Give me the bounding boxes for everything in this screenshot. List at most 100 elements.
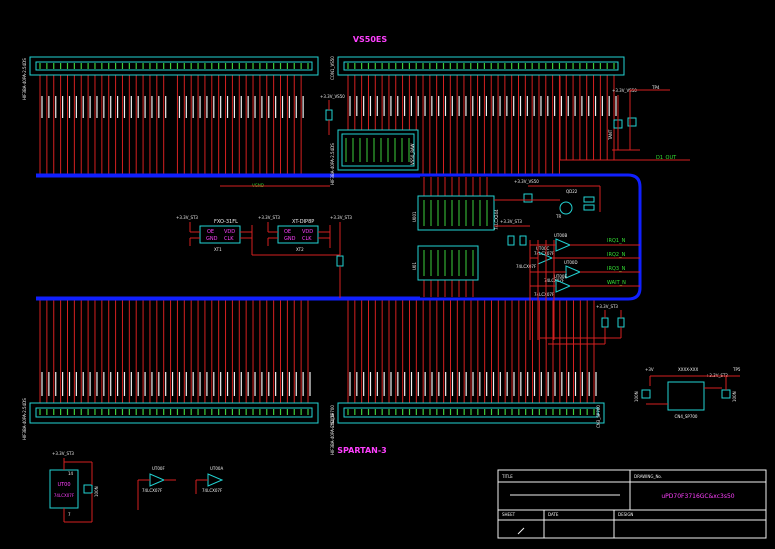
u001-box: [417, 195, 495, 231]
bottom-left-connector-label: HIF3BA-40PA-2.54DS: [22, 398, 27, 440]
top-power-area: VGND D1_OUT +3.3V_VS50 +3.3V_VS50 TP4 TA…: [220, 76, 690, 188]
right-pwr1: +3V: [645, 367, 654, 372]
right-cap-a-icon: [641, 389, 651, 399]
xt1-power: +3.3V_ST3: [176, 215, 198, 220]
drawing-value: uPD70F3716GC&xc3s50: [661, 493, 734, 500]
res-center-b-icon: [583, 204, 595, 211]
wire-layer: [39, 75, 617, 403]
bottom-title: SPARTAN-3: [337, 446, 387, 455]
ut00f-buffer-icon: [149, 473, 166, 487]
bl-power: +3.3V_ST3: [52, 451, 74, 456]
buffer-ref: UT00C: [536, 246, 549, 251]
sheet-label: SHEET: [502, 512, 516, 517]
tp5-label: TP5: [732, 367, 741, 372]
tp4-label: TP4: [651, 85, 660, 90]
ut00-box: [49, 469, 79, 509]
buffer-part: 74LCX07F: [534, 251, 555, 256]
ut00f-part: 74LCX07F: [142, 488, 163, 493]
xt1-ref: XT1: [214, 247, 222, 252]
res-center-c-icon: [507, 235, 515, 246]
buffer-ref: UT00B: [554, 233, 567, 238]
xt1-pin-gnd: GND: [206, 236, 218, 242]
bottom-right-connector-label: CN2_SP700: [330, 405, 335, 428]
right-cap-a-label: 100N: [634, 391, 639, 402]
center-power-label2: +3.3V_ST3: [500, 219, 522, 224]
right-cap-b-label: 100N: [732, 391, 737, 402]
tr-label: TR: [555, 214, 561, 219]
xt1-pin-clk: CLK: [224, 236, 234, 242]
ut00a-ref: UT00A: [210, 466, 223, 471]
top-bus: [36, 173, 642, 301]
xt2-ref: XT2: [296, 247, 304, 252]
irq-net-label: IRQ1_N: [607, 238, 626, 244]
res-bot-b-icon: [617, 317, 625, 328]
u001-part: 74LCX244: [494, 209, 499, 230]
top-left-connector-label: HIF3BA-40PA-2.54DS: [22, 58, 27, 100]
right-osc-block: +3V XXXX-XXX +3.3V_ST3 TP5 CN4_SP700 100…: [634, 367, 741, 419]
bottom-center-power: +3.3V_ST3: [596, 304, 618, 309]
u001-ref: U001: [412, 211, 417, 222]
qd22-label: QD22: [566, 189, 578, 194]
top-title: VS50ES: [353, 35, 388, 44]
center-ic-block: U001 74LCX244 U01 +3.3V_VS50 QD22 TR +3.…: [412, 179, 640, 345]
oscillator-xt2: +3.3V_ST3 XT-DIP8P OE VDD GND CLK XT2 +3…: [258, 215, 352, 298]
top-right-connector-label: CON1_VS50: [330, 56, 335, 80]
xt1-pin-vdd: VDD: [224, 229, 235, 235]
bl-cap-icon: [83, 484, 93, 494]
res-r1-icon: [325, 109, 333, 121]
bottom-right-connector: CN2_SP700 CN3_SP700 HIF3BA-40PA-2.54DS: [330, 402, 605, 455]
xt1-name: FXO-31FL: [214, 219, 238, 225]
ut00f-ref: UT00F: [152, 466, 165, 471]
vs50-power-label2: +3.3V_VS50: [320, 94, 345, 99]
title-label: TITLE: [501, 474, 513, 479]
buffer-ref: UT00E: [554, 274, 567, 279]
title-block: TITLE DRAWING_No. uPD70F3716GC&xc3s50 SH…: [497, 469, 767, 539]
ut00-pin7: 7: [68, 512, 71, 517]
vs50-inner-box: VS50_RAW: [337, 129, 419, 171]
xt2-power: +3.3V_ST3: [258, 215, 280, 220]
buffer-icon: [555, 238, 572, 252]
bl-cap-label: 100N: [94, 486, 99, 497]
bottom-right-connector-label2: CN3_SP700: [596, 405, 601, 428]
ut00-ref: UT00: [57, 482, 70, 488]
bottom-right-connector-label3: HIF3BA-40PA-2.54DS: [330, 413, 335, 455]
u01-ref: U01: [412, 262, 417, 270]
ut00-part: 74LCX07F: [54, 493, 75, 498]
cn4-label: CN4_SP700: [675, 414, 698, 419]
ut00-pin14: 14: [68, 471, 74, 476]
bottom-left-ic: +3.3V_ST3 UT00 74LCX07F 14 7 100N UT00F …: [49, 451, 224, 523]
d1-out-label: D1_OUT: [656, 155, 677, 161]
u01-box: [417, 245, 479, 281]
xt2-pin-gnd: GND: [284, 236, 296, 242]
res-center-d-icon: [519, 235, 527, 246]
top-left-connector: HIF3BA-40PA-2.54DS: [22, 56, 319, 100]
irq-net-label: IRQ2_N: [607, 252, 626, 258]
design-label: DESIGN: [618, 512, 633, 517]
buffer-ref: UT00D: [564, 260, 578, 265]
center-power-label: +3.3V_VS50: [514, 179, 539, 184]
right-cap-b-icon: [721, 389, 731, 399]
buffer-part: 74LCX07F: [534, 292, 555, 297]
buffer-icon: [565, 265, 582, 279]
right-osc-label: XXXX-XXX: [678, 367, 698, 372]
irq-net-label: WAIT_N: [607, 280, 626, 286]
cap-c2-icon: [627, 117, 637, 127]
osc-res-power: +3.3V_ST3: [330, 215, 352, 220]
bus-layer: [36, 173, 642, 301]
date-label: DATE: [548, 512, 559, 517]
ut00a-buffer-icon: [207, 473, 224, 487]
vs50-power-label: +3.3V_VS50: [612, 88, 637, 93]
vs50-raw-label: VS50_RAW: [410, 144, 415, 166]
drawing-label: DRAWING_No.: [634, 474, 662, 479]
res-center-a-icon: [583, 196, 595, 203]
xt1-pin-oe: OE: [207, 229, 214, 235]
xt2-pin-oe: OE: [284, 229, 291, 235]
tant-label: TANT: [608, 129, 613, 141]
top-right-connector-label2: HIF3BA-40PA-2.54DS: [330, 143, 335, 185]
buffer-part: 74LCX07F: [516, 264, 537, 269]
xt2-name: XT-DIP8P: [292, 219, 314, 225]
transistor-icon: [559, 201, 573, 215]
irq-net-label: IRQ3_N: [607, 266, 626, 272]
